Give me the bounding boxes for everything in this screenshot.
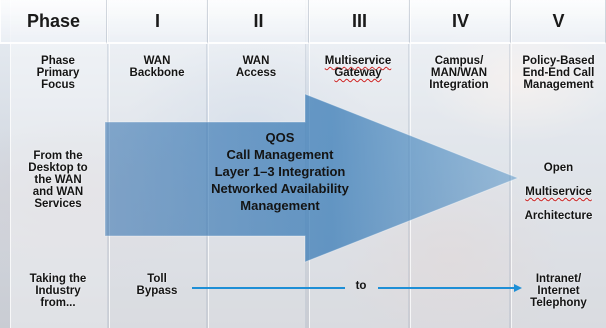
header-phase-2: II bbox=[208, 0, 309, 44]
capability-layer-integration: Layer 1–3 Integration bbox=[214, 164, 346, 179]
capability-call-management: Call Management bbox=[226, 147, 334, 162]
header-phase: Phase bbox=[0, 0, 107, 44]
row-label-primary-focus: Phase Primary Focus bbox=[36, 55, 80, 91]
scope-phase-5-line-1: Open bbox=[543, 162, 574, 174]
header-phase-4-label: IV bbox=[451, 10, 469, 31]
header-phase-1: I bbox=[107, 0, 208, 44]
industry-connector-label: to bbox=[355, 280, 367, 292]
header-phase-3-label: III bbox=[351, 10, 367, 31]
column-phase bbox=[10, 0, 108, 328]
focus-phase-4: Campus/ MAN/WAN Integration bbox=[429, 55, 489, 91]
industry-end: Intranet/ Internet Telephony bbox=[530, 273, 587, 309]
header-phase-4: IV bbox=[410, 0, 511, 44]
focus-phase-1: WAN Backbone bbox=[129, 55, 185, 79]
scope-phase-5-line-2: Multiservice bbox=[525, 186, 592, 198]
header-phase-label: Phase bbox=[27, 10, 81, 31]
header-phase-5: V bbox=[511, 0, 606, 44]
header-phase-2-label: II bbox=[253, 10, 264, 31]
capability-management: Management bbox=[240, 198, 320, 213]
header-phase-1-label: I bbox=[154, 10, 160, 31]
scope-phase-5: Open Multiservice Architecture bbox=[511, 150, 606, 234]
big-progression-arrow bbox=[104, 93, 520, 263]
focus-phase-5: Policy-Based End-End Call Management bbox=[522, 55, 595, 91]
header-phase-3: III bbox=[309, 0, 410, 44]
industry-start: Toll Bypass bbox=[136, 273, 178, 297]
focus-phase-2: WAN Access bbox=[235, 55, 277, 79]
capability-qos: QOS bbox=[265, 130, 295, 145]
scope-phase-5-line-3: Architecture bbox=[524, 210, 593, 222]
row-label-scope: From the Desktop to the WAN and WAN Serv… bbox=[28, 150, 88, 210]
capability-networked-availability: Networked Availability bbox=[211, 181, 349, 196]
capabilities-list: QOS Call Management Layer 1–3 Integratio… bbox=[170, 129, 390, 214]
row-label-industry: Taking the Industry from... bbox=[29, 273, 87, 309]
column-phase-5 bbox=[511, 0, 606, 328]
header-phase-5-label: V bbox=[552, 10, 565, 31]
focus-phase-3: Multiservice Gateway bbox=[324, 55, 392, 79]
